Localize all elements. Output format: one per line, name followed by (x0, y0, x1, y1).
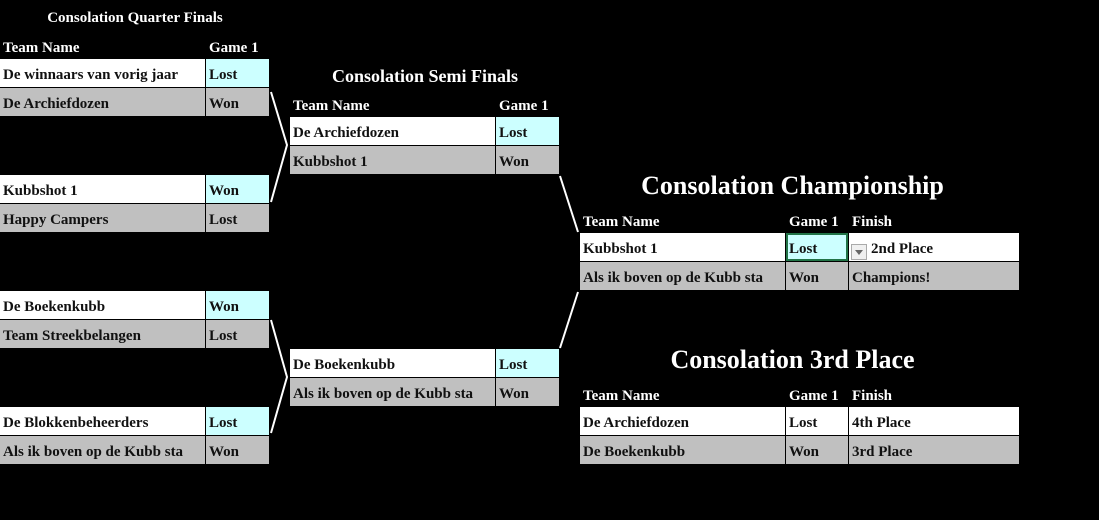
sf-team-cell[interactable]: De Archiefdozen (290, 117, 495, 145)
champ-finish-cell[interactable]: 2nd Place (849, 233, 1019, 261)
champ-title: Consolation Championship (641, 171, 944, 200)
qf-team-cell[interactable]: De Blokkenbeheerders (0, 407, 205, 435)
qf-team-cell[interactable]: Team Streekbelangen (0, 320, 205, 348)
third-finish-cell[interactable]: 3rd Place (849, 436, 1019, 464)
champ-team-cell[interactable]: Als ik boven op de Kubb sta (580, 262, 785, 290)
third-game-cell[interactable]: Won (786, 436, 848, 464)
qf-header-team: Team Name (3, 40, 80, 56)
sf-title: Consolation Semi Finals (331, 66, 519, 86)
qf-team-cell[interactable]: De Boekenkubb (0, 291, 205, 319)
qf-game-cell[interactable]: Lost (206, 204, 269, 232)
champ-header-finish: Finish (852, 214, 893, 230)
qf-team-cell[interactable]: Als ik boven op de Kubb sta (0, 436, 205, 464)
qf-game-cell[interactable]: Lost (206, 407, 269, 435)
sf-header-team: Team Name (293, 98, 370, 114)
sf-game-cell[interactable]: Lost (496, 117, 559, 145)
qf-game-cell[interactable]: Won (206, 436, 269, 464)
qf-game-cell[interactable]: Won (206, 175, 269, 203)
third-header-finish: Finish (852, 388, 893, 404)
dropdown-arrow-icon[interactable] (851, 244, 867, 260)
sf-team-cell[interactable]: Kubbshot 1 (290, 146, 495, 174)
qf-team-cell[interactable]: Kubbshot 1 (0, 175, 205, 203)
third-team-cell[interactable]: De Archiefdozen (580, 407, 785, 435)
qf-team-cell[interactable]: De Archiefdozen (0, 88, 205, 116)
sf-team-cell[interactable]: De Boekenkubb (290, 349, 495, 377)
champ-finish-cell[interactable]: Champions! (849, 262, 1019, 290)
sf-game-cell[interactable]: Lost (496, 349, 559, 377)
qf-game-cell[interactable]: Lost (206, 59, 269, 87)
sf-header-game: Game 1 (499, 98, 549, 114)
qf-header-game: Game 1 (209, 40, 259, 56)
qf-title: Consolation Quarter Finals (47, 10, 223, 26)
third-title: Consolation 3rd Place (670, 345, 915, 374)
third-game-cell[interactable]: Lost (786, 407, 848, 435)
sf-game-cell[interactable]: Won (496, 378, 559, 406)
qf-game-cell[interactable]: Won (206, 88, 269, 116)
third-team-cell[interactable]: De Boekenkubb (580, 436, 785, 464)
champ-game-cell-selected[interactable]: Lost (786, 233, 848, 261)
qf-game-cell[interactable]: Lost (206, 320, 269, 348)
qf-team-cell[interactable]: Happy Campers (0, 204, 205, 232)
qf-team-cell[interactable]: De winnaars van vorig jaar (0, 59, 205, 87)
third-header-game: Game 1 (789, 388, 839, 404)
third-header-team: Team Name (583, 388, 660, 404)
champ-header-game: Game 1 (789, 214, 839, 230)
champ-header-team: Team Name (583, 214, 660, 230)
third-finish-cell[interactable]: 4th Place (849, 407, 1019, 435)
champ-game-cell[interactable]: Won (786, 262, 848, 290)
sf-team-cell[interactable]: Als ik boven op de Kubb sta (290, 378, 495, 406)
sf-game-cell[interactable]: Won (496, 146, 559, 174)
qf-game-cell[interactable]: Won (206, 291, 269, 319)
champ-team-cell[interactable]: Kubbshot 1 (580, 233, 785, 261)
